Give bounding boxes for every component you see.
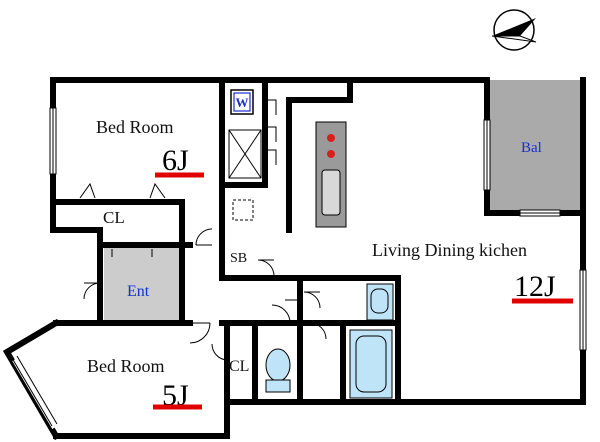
ldk-size: 12J xyxy=(514,270,556,303)
bathtub xyxy=(349,329,393,399)
bedroom-top-label: Bed Room xyxy=(96,117,174,137)
north-arrow-icon xyxy=(491,9,537,51)
washer-icon: W xyxy=(230,89,254,115)
bedroom-top-size: 6J xyxy=(162,144,189,177)
bedroom-bottom-label: Bed Room xyxy=(87,356,165,376)
entrance-label: Ent xyxy=(127,283,150,300)
burner-icon xyxy=(327,134,335,142)
balcony-area xyxy=(490,80,581,213)
ldk-label: Living Dining kichen xyxy=(372,240,527,260)
sink xyxy=(321,169,341,216)
shoe-box-label: SB xyxy=(230,251,247,266)
windows xyxy=(49,107,587,351)
toilet-icon xyxy=(265,348,291,393)
balcony-label: Bal xyxy=(521,140,542,156)
walls xyxy=(2,77,586,441)
washer-label: W xyxy=(236,95,249,110)
entrance-area xyxy=(104,247,180,323)
closet-bottom-label: CL xyxy=(229,358,249,375)
doors xyxy=(83,99,327,361)
burner-icon xyxy=(327,150,335,158)
closet-top-label: CL xyxy=(103,208,125,227)
